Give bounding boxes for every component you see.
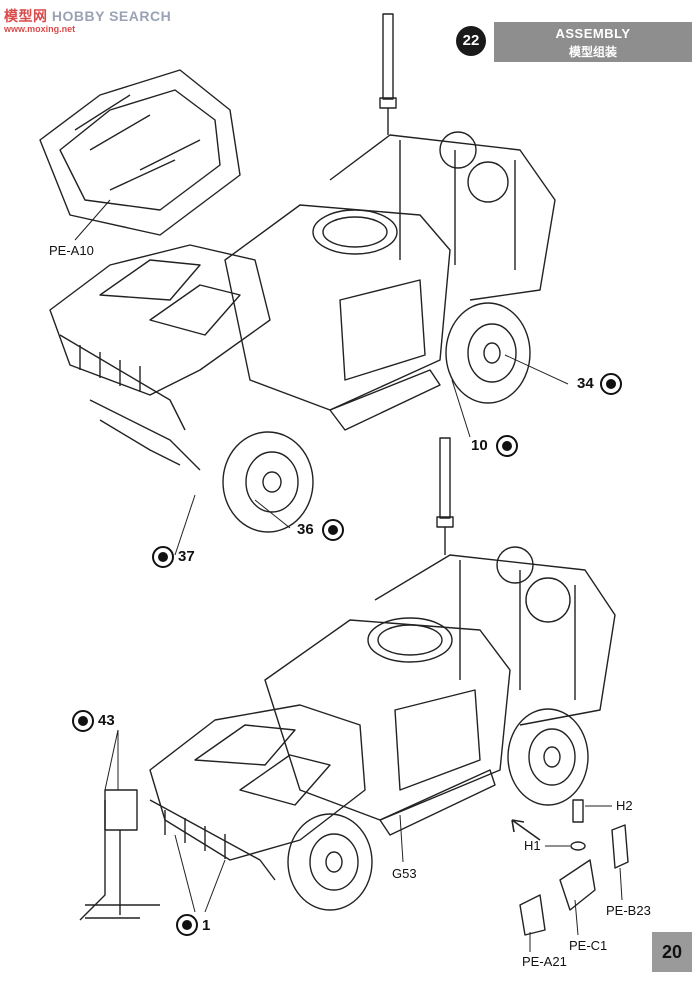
callout-pe-a21: PE-A21 — [522, 954, 567, 969]
flip-symbol-icon — [496, 435, 518, 457]
callout-pe-c1: PE-C1 — [569, 938, 608, 953]
flip-symbol-icon — [322, 519, 344, 541]
callout-pe-b23: PE-B23 — [606, 903, 651, 918]
flip-symbol-icon — [176, 914, 198, 936]
callout-10: 10 — [471, 437, 488, 454]
callout-pe-a10: PE-A10 — [49, 243, 94, 258]
callout-36: 36 — [297, 521, 314, 538]
page-number: 20 — [652, 932, 692, 972]
section-header: ASSEMBLY 模型组装 — [494, 22, 692, 62]
callout-43: 43 — [98, 712, 115, 729]
antenna-mast-bottom — [436, 437, 454, 555]
front-rack-part — [79, 789, 160, 921]
watermark-brand-cn: 模型网 — [4, 8, 48, 24]
flip-symbol-icon — [600, 373, 622, 395]
callout-34: 34 — [577, 375, 594, 392]
flip-symbol-icon — [72, 710, 94, 732]
watermark-logo: 模型网 HOBBY SEARCH — [4, 6, 171, 26]
watermark-brand-en: HOBBY SEARCH — [51, 8, 172, 24]
antenna-mast-top — [379, 13, 397, 135]
section-title-cn: 模型组装 — [568, 45, 617, 59]
small-parts-group — [519, 799, 629, 936]
callout-g53: G53 — [392, 866, 417, 881]
section-title-en: ASSEMBLY — [555, 26, 631, 41]
step-number-badge: 22 — [456, 26, 486, 56]
callout-37: 37 — [178, 548, 195, 565]
callout-1: 1 — [202, 917, 211, 934]
watermark-url: www.moxing.net — [4, 24, 76, 34]
callout-h2: H2 — [616, 798, 633, 813]
flip-symbol-icon — [152, 546, 174, 568]
interior-tub-part — [39, 69, 241, 236]
callout-h1: H1 — [524, 838, 541, 853]
